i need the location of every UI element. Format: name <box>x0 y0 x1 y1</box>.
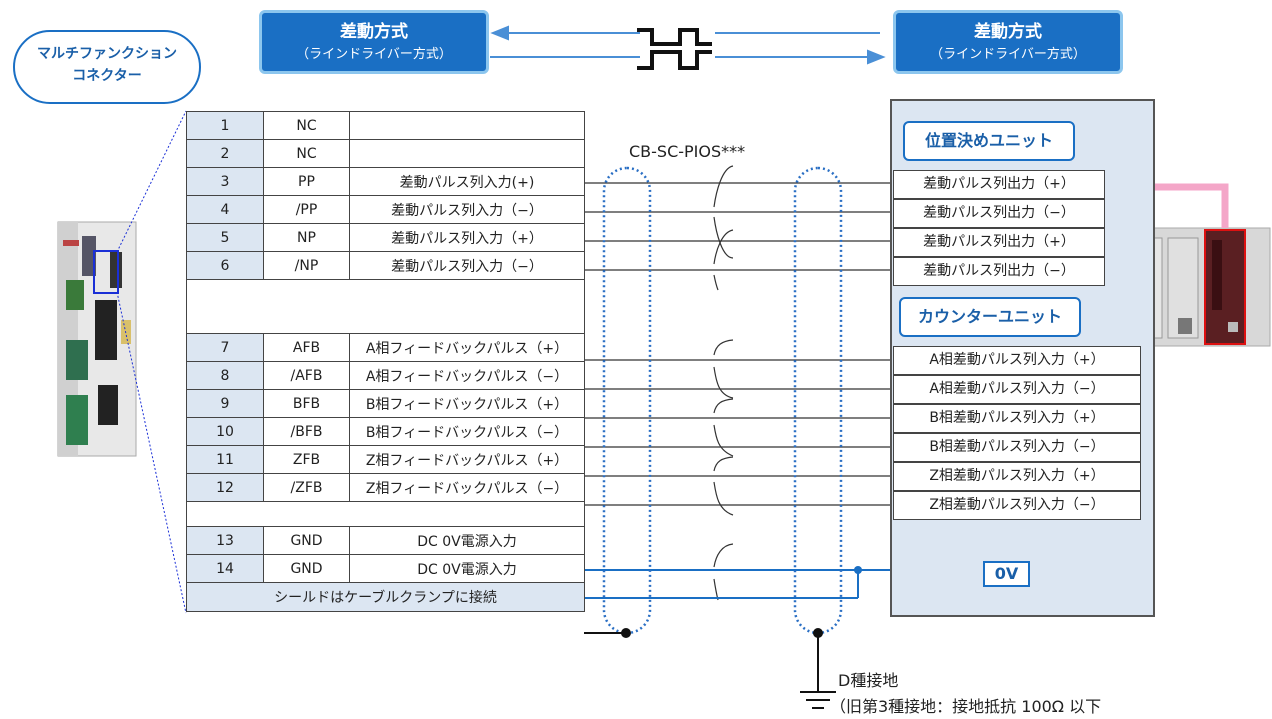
pin-signal: NP <box>263 223 350 252</box>
header-arrows <box>490 25 886 65</box>
counter-unit-label: カウンターユニット <box>899 297 1081 337</box>
pin-function: 差動パルス列入力（−） <box>349 195 585 224</box>
counter-input: Z相差動パルス列入力（−） <box>893 491 1141 520</box>
pin-signal: /BFB <box>263 417 350 446</box>
pin-signal: /ZFB <box>263 473 350 502</box>
pin-no: 9 <box>186 389 264 418</box>
connector-label-bubble: マルチファンクション コネクター <box>13 30 201 104</box>
pin-signal: AFB <box>263 333 350 362</box>
pin-no: 5 <box>186 223 264 252</box>
positioning-unit-label: 位置決めユニット <box>903 121 1075 161</box>
positioning-output: 差動パルス列出力（+） <box>893 228 1105 257</box>
pin-function <box>349 111 585 140</box>
pin-signal: NC <box>263 139 350 168</box>
zero-v-terminal: 0V <box>983 561 1030 587</box>
pin-no: 14 <box>186 554 264 583</box>
pin-no: 2 <box>186 139 264 168</box>
pin-function: 差動パルス列入力(+) <box>349 167 585 196</box>
pulse-waveform-icon <box>637 28 712 70</box>
positioning-output: 差動パルス列出力（+） <box>893 170 1105 199</box>
connector-label-line2: コネクター <box>72 68 142 84</box>
pin-function: Z相フィードバックパルス（+） <box>349 445 585 474</box>
header-left-box: 差動方式 （ラインドライバー方式） <box>259 10 489 74</box>
cable-name: CB-SC-PIOS*** <box>629 142 746 161</box>
pin-no: 11 <box>186 445 264 474</box>
header-right-subtitle: （ラインドライバー方式） <box>930 47 1086 62</box>
pin-function: 差動パルス列入力（−） <box>349 251 585 280</box>
pin-function: A相フィードバックパルス（+） <box>349 333 585 362</box>
ground-label: D種接地 <box>838 671 899 690</box>
table-spacer-row <box>186 501 585 527</box>
pin-signal: /NP <box>263 251 350 280</box>
pin-signal: /PP <box>263 195 350 224</box>
table-spacer-row <box>186 279 585 334</box>
counter-input: A相差動パルス列入力（+） <box>893 346 1141 375</box>
header-right-box: 差動方式 （ラインドライバー方式） <box>893 10 1123 74</box>
shield-note-row: シールドはケーブルクランプに接続 <box>186 582 585 612</box>
counter-input: B相差動パルス列入力（+） <box>893 404 1141 433</box>
pin-function: Z相フィードバックパルス（−） <box>349 473 585 502</box>
shield-note: シールドはケーブルクランプに接続 <box>186 582 585 612</box>
positioning-output: 差動パルス列出力（−） <box>893 199 1105 228</box>
positioning-output: 差動パルス列出力（−） <box>893 257 1105 286</box>
pin-function <box>349 139 585 168</box>
pin-no: 13 <box>186 526 264 555</box>
pin-function: 差動パルス列入力（+） <box>349 223 585 252</box>
pin-no: 3 <box>186 167 264 196</box>
header-left-subtitle: （ラインドライバー方式） <box>296 47 452 62</box>
header-right-title: 差動方式 <box>974 22 1042 42</box>
pin-no: 4 <box>186 195 264 224</box>
twisted-pair-marks <box>713 165 734 601</box>
pin-function: A相フィードバックパルス（−） <box>349 361 585 390</box>
pin-no: 7 <box>186 333 264 362</box>
counter-input: B相差動パルス列入力（−） <box>893 433 1141 462</box>
signal-wires <box>584 182 893 506</box>
connector-label-line1: マルチファンクション <box>37 46 177 62</box>
pin-no: 8 <box>186 361 264 390</box>
pin-signal: ZFB <box>263 445 350 474</box>
counter-input: Z相差動パルス列入力（+） <box>893 462 1141 491</box>
pin-function: B相フィードバックパルス（−） <box>349 417 585 446</box>
pin-no: 1 <box>186 111 264 140</box>
pin-signal: GND <box>263 526 350 555</box>
pin-function: DC 0V電源入力 <box>349 554 585 583</box>
counter-input: A相差動パルス列入力（−） <box>893 375 1141 404</box>
pin-signal: NC <box>263 111 350 140</box>
pin-no: 10 <box>186 417 264 446</box>
pin-signal: /AFB <box>263 361 350 390</box>
ground-note: （旧第3種接地：接地抵抗 100Ω 以下 <box>830 697 1102 716</box>
pin-signal: GND <box>263 554 350 583</box>
header-left-title: 差動方式 <box>340 22 408 42</box>
pin-signal: PP <box>263 167 350 196</box>
pin-function: B相フィードバックパルス（+） <box>349 389 585 418</box>
pin-no: 6 <box>186 251 264 280</box>
servo-driver-image <box>57 221 137 457</box>
pin-no: 12 <box>186 473 264 502</box>
pin-signal: BFB <box>263 389 350 418</box>
pin-function: DC 0V電源入力 <box>349 526 585 555</box>
